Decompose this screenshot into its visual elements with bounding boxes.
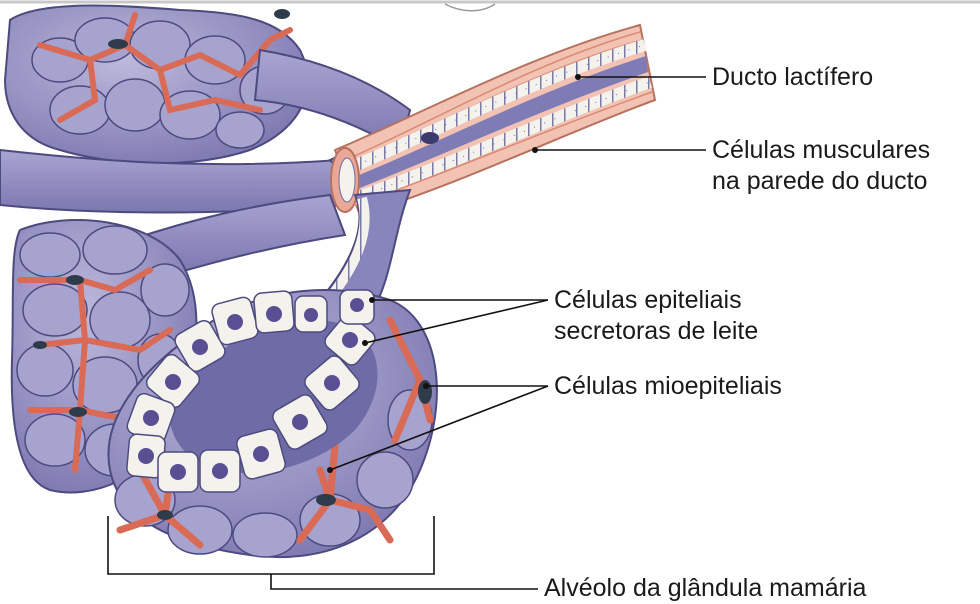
label-musculares-line2: na parede do ducto bbox=[712, 166, 930, 197]
top-artifact bbox=[445, 4, 495, 11]
label-epiteliais-line2: secretoras de leite bbox=[554, 316, 758, 347]
label-ducto-lactifero: Ducto lactífero bbox=[712, 62, 873, 93]
label-alveolo: Alvéolo da glândula mamária bbox=[544, 573, 866, 604]
label-mioepiteliais-text: Células mioepiteliais bbox=[554, 371, 782, 402]
label-epiteliais-line1: Células epiteliais bbox=[554, 285, 758, 316]
label-ducto-text: Ducto lactífero bbox=[712, 62, 873, 93]
label-celulas-musculares: Células musculares na parede do ducto bbox=[712, 135, 930, 197]
label-musculares-line1: Células musculares bbox=[712, 135, 930, 166]
label-celulas-epiteliais: Células epiteliais secretoras de leite bbox=[554, 285, 758, 347]
leader-alveolo bbox=[271, 574, 538, 589]
label-alveolo-text: Alvéolo da glândula mamária bbox=[544, 573, 866, 604]
label-celulas-mioepiteliais: Células mioepiteliais bbox=[554, 371, 782, 402]
